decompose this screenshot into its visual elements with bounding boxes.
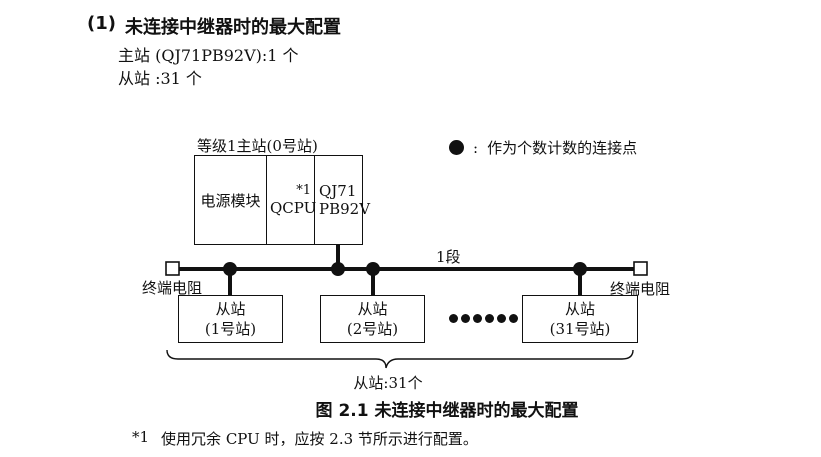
terminating-resistor-right-icon	[633, 261, 648, 276]
master-count-line: 主站 (QJ71PB92V):1 个	[118, 46, 299, 65]
figure-caption: 图 2.1 未连接中继器时的最大配置	[315, 401, 579, 421]
power-module-cell: 电源模块	[195, 156, 267, 244]
ellipsis-dots-icon	[449, 314, 518, 323]
connection-point-dot	[366, 262, 380, 276]
connection-point-icon	[449, 140, 464, 155]
slave-total-label: 从站:31个	[353, 374, 423, 392]
slave-31-line1: 从站	[564, 300, 595, 318]
slave-1-line1: 从站	[215, 300, 246, 318]
slave-2-line2: (2号站)	[346, 320, 399, 338]
slave-count-brace	[166, 349, 634, 369]
section-number: (1)	[87, 13, 116, 34]
slave-31-line2: (31号站)	[549, 320, 611, 338]
terminating-resistor-right-label: 终端电阻	[610, 280, 671, 298]
master-station-box: 电源模块 *1 QCPU QJ71 PB92V	[194, 155, 371, 245]
legend-separator: :	[473, 138, 479, 157]
connection-point-dot	[223, 262, 237, 276]
terminating-resistor-left-icon	[165, 261, 180, 276]
slave-station-1-box: 从站 (1号站)	[178, 295, 283, 343]
qcpu-footnote-ref: *1	[296, 183, 311, 198]
terminating-resistor-left-label: 终端电阻	[142, 279, 203, 297]
footnote: *1 使用冗余 CPU 时，应按 2.3 节所示进行配置。	[132, 428, 478, 449]
connection-point-dot	[331, 262, 345, 276]
pb92v-cell: QJ71 PB92V	[315, 156, 371, 244]
slave-2-line1: 从站	[357, 300, 388, 318]
footnote-marker: *1	[132, 428, 150, 446]
legend-text: 作为个数计数的连接点	[487, 139, 638, 157]
pb92v-label-line2: PB92V	[319, 200, 371, 218]
slave-count-line: 从站 :31 个	[118, 69, 202, 88]
legend: : 作为个数计数的连接点	[449, 137, 637, 158]
section-title: 未连接中继器时的最大配置	[124, 17, 341, 38]
power-module-label: 电源模块	[200, 191, 261, 210]
slave-1-line2: (1号站)	[204, 320, 257, 338]
section-heading: (1) 未连接中继器时的最大配置	[87, 13, 341, 39]
qcpu-label: QCPU	[270, 199, 317, 217]
slave-station-31-box: 从站 (31号站)	[522, 295, 638, 343]
pb92v-label-line1: QJ71	[319, 182, 357, 200]
qcpu-cell: *1 QCPU	[267, 156, 317, 244]
segment-label: 1段	[436, 248, 461, 266]
master-station-label: 等级1主站(0号站)	[197, 137, 318, 155]
footnote-text: 使用冗余 CPU 时，应按 2.3 节所示进行配置。	[161, 430, 478, 448]
connection-point-dot	[573, 262, 587, 276]
slave-station-2-box: 从站 (2号站)	[320, 295, 425, 343]
